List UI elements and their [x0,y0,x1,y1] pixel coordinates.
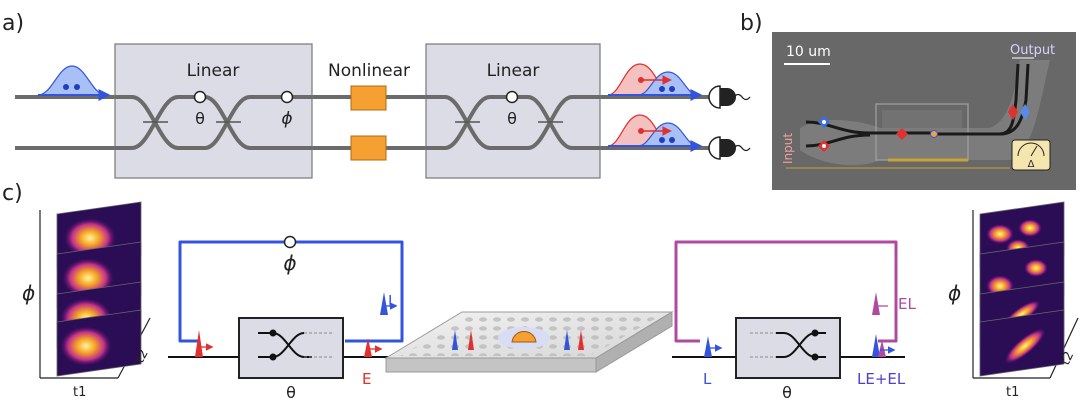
left-phi: ϕ [22,281,35,305]
phase-shifter-phi-1 [280,90,294,104]
phase-shifter-theta-2 [505,90,519,104]
output-label: Output [1010,43,1055,58]
loop-2: θ L EL LE+EL [672,240,916,402]
theta-label-2: θ [507,109,517,128]
detector-bottom [708,136,751,160]
beamsplitter-2 [735,317,841,379]
nonlinear-element-bottom [350,135,387,161]
panel-b-label: b) [740,11,763,36]
linear-label-2: Linear [487,61,540,81]
linear-label-1: Linear [187,61,240,81]
right-phi: ϕ [948,281,961,305]
phi-label-1: ϕ [281,109,292,129]
detector-top [708,85,751,109]
panel-c: c) ϕ t1 t2 ϕ [2,181,1079,402]
scale-label: 10 um [786,44,831,60]
bs1-theta: θ [286,383,296,402]
right-t2: t2 [1058,349,1077,367]
panel-c-label: c) [2,181,23,206]
loop1-E: E [362,370,371,388]
phase-detector: Δ [1011,139,1051,171]
loop2-LEEL: LE+EL [857,370,906,388]
photonic-crystal-chip [384,311,674,373]
linear-box-2 [425,43,601,179]
left-t2: t2 [132,347,152,366]
right-heatmap-stack: ϕ t1 t2 [948,201,1079,400]
panel-a: a) Linear θ ϕ Nonlinear [2,11,751,179]
output-pulses-top [607,63,703,101]
left-t1: t1 [73,385,86,400]
input-pulse [37,65,111,101]
input-label: Input [781,133,795,164]
output-pulses-bottom [607,114,703,152]
theta-label-1: θ [195,109,205,128]
detector-delta: Δ [1028,159,1035,170]
loop1-L: L [388,292,397,310]
nonlinear-element-top [350,85,387,111]
loop1-phase-shifter [283,235,297,249]
panel-a-label: a) [2,11,24,36]
loop2-EL: EL [898,295,916,313]
nonlinear-label: Nonlinear [328,61,410,81]
bs2-theta: θ [782,383,792,402]
loop-1: ϕ θ E L [168,235,408,402]
right-t1: t1 [1006,385,1019,400]
left-heatmap-stack: ϕ t1 t2 [22,201,152,400]
panel-b: b) 10 um Output Input [740,11,1076,190]
loop2-L: L [703,370,712,388]
phase-shifter-theta-1 [193,90,207,104]
loop1-phi: ϕ [283,251,296,275]
